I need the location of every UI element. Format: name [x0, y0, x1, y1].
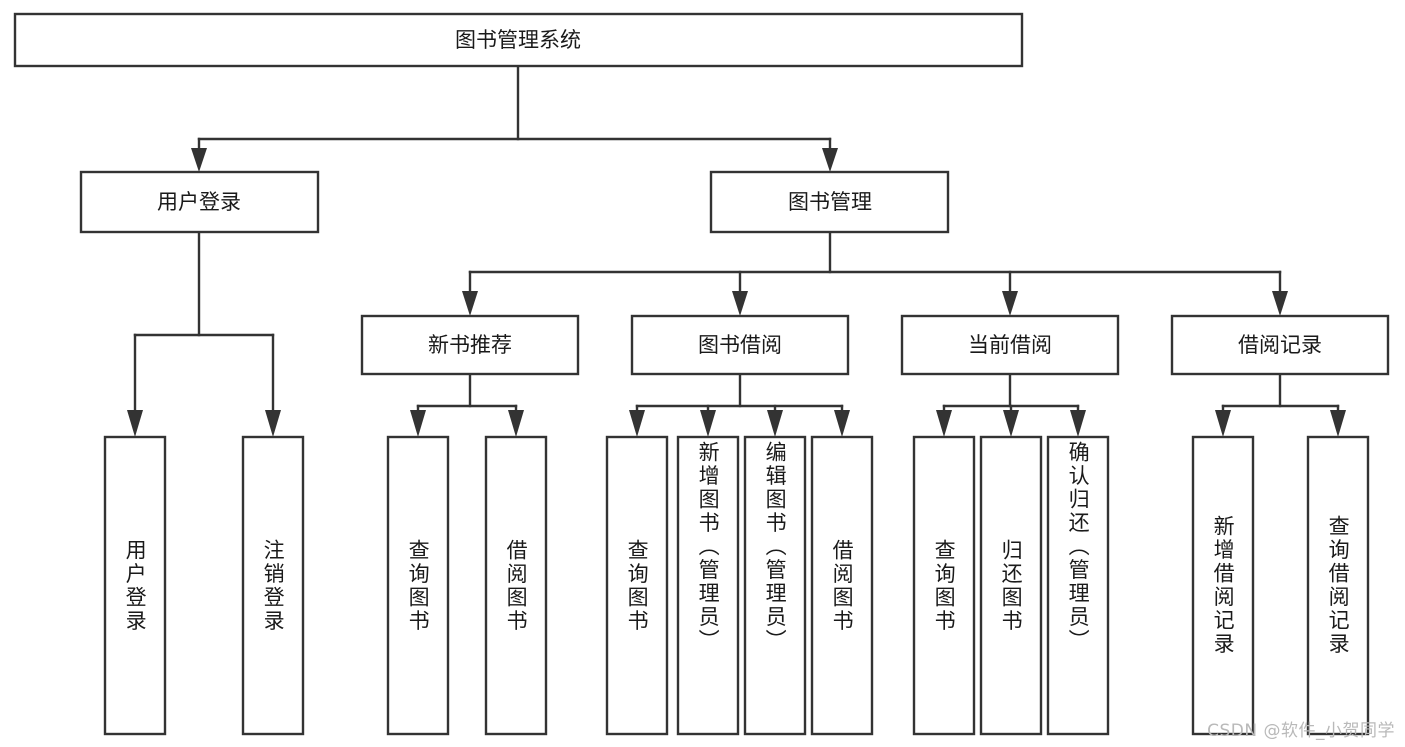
node-book-borrow-label: 图书借阅	[698, 333, 782, 357]
node-borrow-record-label: 借阅记录	[1238, 333, 1322, 357]
leaf-box-logout[interactable]	[241, 435, 305, 736]
arrow-head-book-manage	[822, 148, 838, 172]
leaf-box-user-login[interactable]	[103, 435, 167, 736]
node-root-box[interactable]	[13, 12, 1024, 68]
leaf-box-current-confirm[interactable]	[1046, 435, 1110, 736]
leaf-box-record-query[interactable]	[1306, 435, 1370, 736]
leaf-box-newbook-query[interactable]	[386, 435, 450, 736]
arrow-head-borrow-lend	[834, 410, 850, 437]
node-new-book-recommend-label: 新书推荐	[428, 333, 512, 357]
arrow-head-current-confirm	[1070, 410, 1086, 437]
arrow-head-borrow-edit	[767, 410, 783, 437]
leaf-box-borrow-query[interactable]	[605, 435, 669, 736]
arrow-head-current-return	[1003, 410, 1019, 437]
arrow-head-newbook-query	[410, 410, 426, 437]
node-new-book-recommend-box[interactable]	[360, 314, 580, 376]
arrow-head-current	[1002, 291, 1018, 316]
node-book-manage-label: 图书管理	[788, 190, 872, 214]
arrow-head-current-query	[936, 410, 952, 437]
arrow-head-newbook-borrow	[508, 410, 524, 437]
arrow-head-user-login	[191, 148, 207, 172]
leaf-box-newbook-borrow[interactable]	[484, 435, 548, 736]
node-book-borrow-box[interactable]	[630, 314, 850, 376]
arrow-head-leaf-logout	[265, 410, 281, 437]
arrow-head-newbook	[462, 291, 478, 316]
arrow-head-record-query	[1330, 410, 1346, 437]
node-borrow-record-box[interactable]	[1170, 314, 1390, 376]
arrow-head-borrow	[732, 291, 748, 316]
arrow-head-record	[1272, 291, 1288, 316]
leaf-box-borrow-lend[interactable]	[810, 435, 874, 736]
leaf-box-borrow-add[interactable]	[676, 435, 740, 736]
node-user-login-label: 用户登录	[157, 190, 241, 214]
arrow-head-record-add	[1215, 410, 1231, 437]
node-current-borrow-box[interactable]	[900, 314, 1120, 376]
arrow-head-borrow-query	[629, 410, 645, 437]
node-book-manage-box[interactable]	[709, 170, 950, 234]
arrow-head-leaf-user-login	[127, 410, 143, 437]
node-current-borrow-label: 当前借阅	[968, 333, 1052, 357]
leaf-box-borrow-edit[interactable]	[743, 435, 807, 736]
arrow-head-borrow-add	[700, 410, 716, 437]
leaf-box-current-return[interactable]	[979, 435, 1043, 736]
node-user-login-box[interactable]	[79, 170, 320, 234]
leaf-box-record-add[interactable]	[1191, 435, 1255, 736]
watermark-text: CSDN @软件_小贺同学	[1207, 721, 1395, 741]
node-root-label: 图书管理系统	[455, 28, 581, 52]
leaf-box-current-query[interactable]	[912, 435, 976, 736]
